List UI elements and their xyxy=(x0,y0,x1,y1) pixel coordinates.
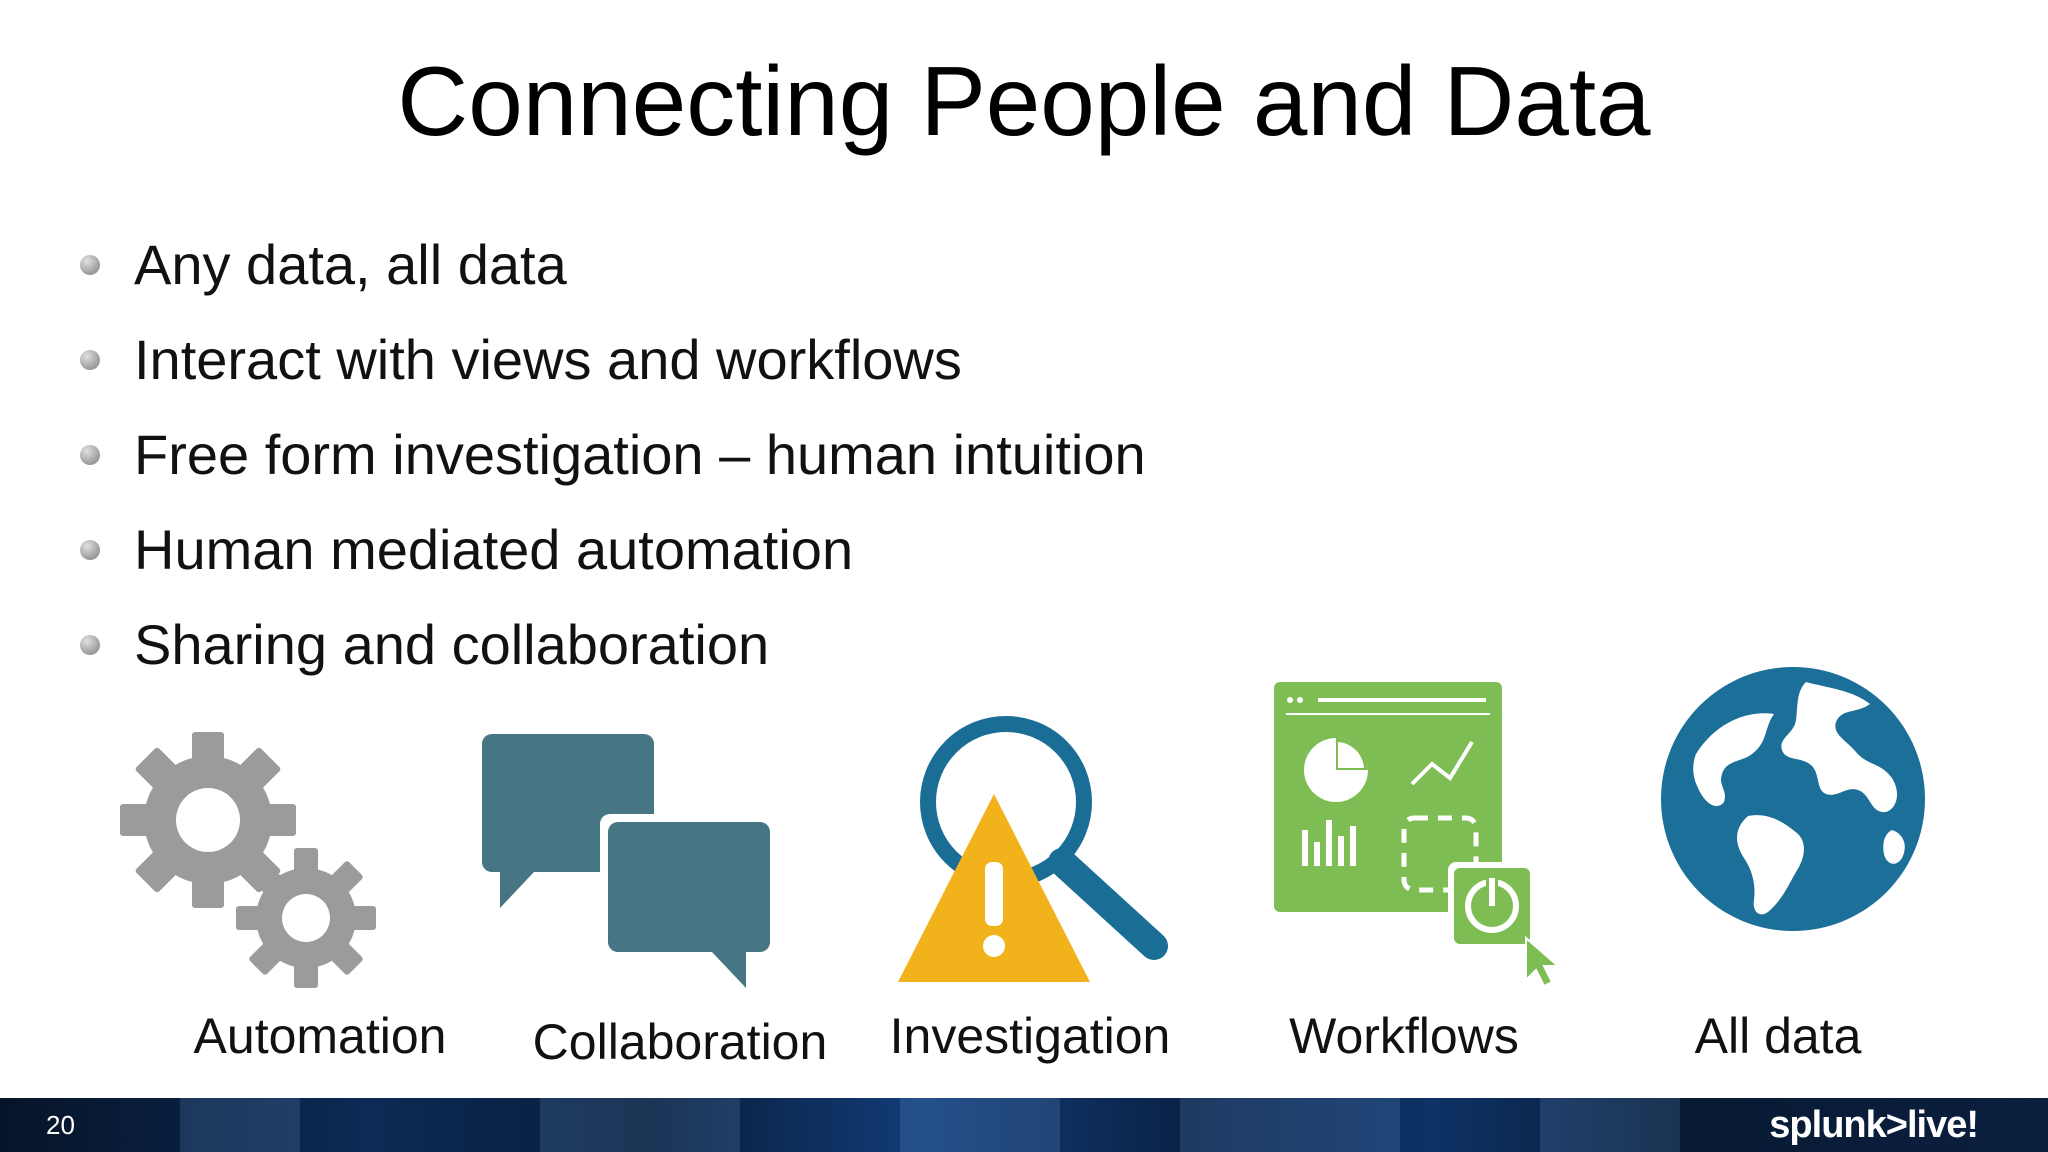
bullet-dot-icon xyxy=(80,445,100,465)
icon-label-automation: Automation xyxy=(193,1008,447,1064)
bullet-item: Sharing and collaboration xyxy=(78,602,1146,697)
bullet-dot-icon xyxy=(80,255,100,275)
bullet-text: Any data, all data xyxy=(134,233,567,296)
bullet-item: Interact with views and workflows xyxy=(78,317,1146,412)
bullet-text: Interact with views and workflows xyxy=(134,328,962,391)
bullet-item: Free form investigation – human intuitio… xyxy=(78,412,1146,507)
brand-logo: splunk>live! xyxy=(1769,1104,1979,1146)
icon-label-collaboration: Collaboration xyxy=(532,1014,828,1070)
page-number: 20 xyxy=(46,1110,75,1140)
dashboard-workflow-icon xyxy=(1272,680,1562,1000)
icon-label-all-data: All data xyxy=(1694,1008,1862,1064)
icon-label-investigation: Investigation xyxy=(889,1008,1171,1064)
bullet-item: Any data, all data xyxy=(78,222,1146,317)
bullet-dot-icon xyxy=(80,635,100,655)
bullet-text: Free form investigation – human intuitio… xyxy=(134,423,1146,486)
bullet-text: Sharing and collaboration xyxy=(134,613,770,676)
magnifier-warning-icon xyxy=(894,712,1174,1032)
footer-bar: 20 splunk>live! xyxy=(0,1098,2048,1152)
globe-icon xyxy=(1656,662,1936,982)
bullet-list: Any data, all data Interact with views a… xyxy=(78,222,1146,697)
bullet-item: Human mediated automation xyxy=(78,507,1146,602)
icon-label-workflows: Workflows xyxy=(1289,1008,1519,1064)
speech-bubbles-icon xyxy=(480,730,800,1050)
bullet-dot-icon xyxy=(80,540,100,560)
gears-icon xyxy=(120,730,380,1050)
slide-title: Connecting People and Data xyxy=(397,46,1651,156)
bullet-text: Human mediated automation xyxy=(134,518,854,581)
bullet-dot-icon xyxy=(80,350,100,370)
